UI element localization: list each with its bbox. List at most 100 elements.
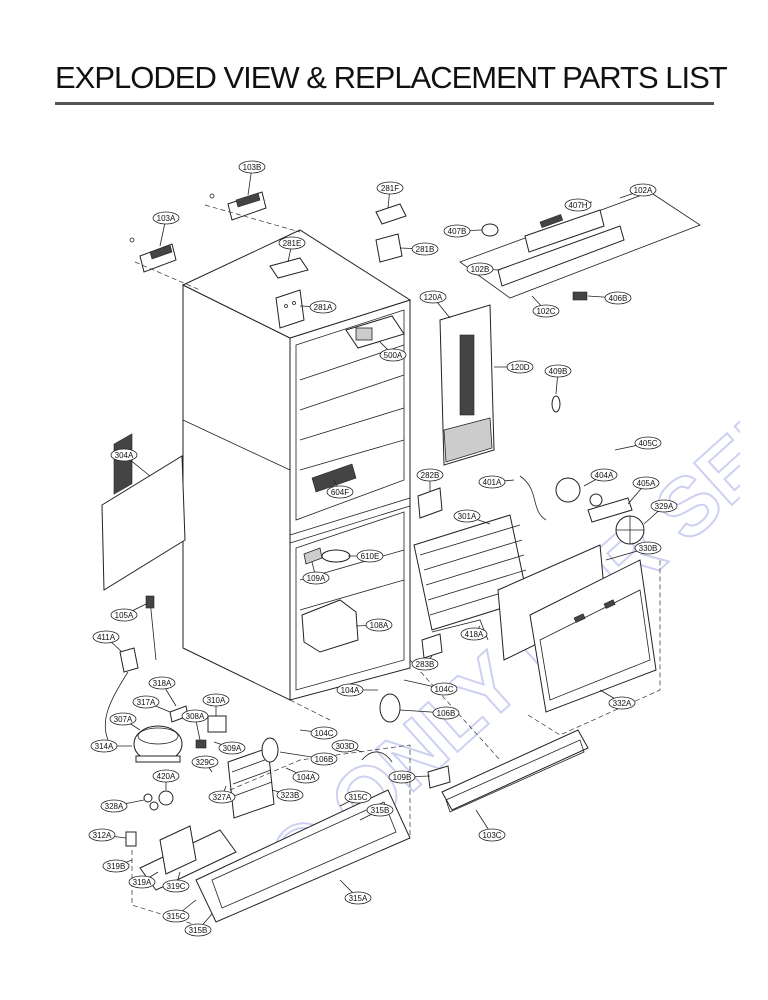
part-label-281f: 281F (376, 181, 404, 209)
part-number: 315B (371, 806, 390, 815)
hinge-281e (269, 257, 309, 279)
part-label-406b: 406B (587, 291, 632, 305)
part-number: 104C (314, 729, 333, 738)
bracket-283b (421, 633, 443, 659)
base-cover-103c (441, 729, 589, 813)
part-number: 304A (115, 451, 134, 460)
part-number: 407B (448, 227, 467, 236)
cabinet (181, 229, 412, 701)
part-number: 312A (93, 831, 112, 840)
part-label-500a: 500A (379, 341, 407, 362)
part-number: 103B (243, 163, 262, 172)
part-number: 281A (314, 303, 333, 312)
part-label-604f: 604F (326, 479, 354, 499)
part-label-120a: 120A (419, 290, 451, 319)
hinge-281b (375, 233, 403, 263)
part-number: 318A (153, 679, 172, 688)
label-oval (202, 693, 230, 707)
part-109b (427, 765, 451, 789)
part-308a (195, 739, 207, 749)
label-oval (608, 696, 636, 710)
part-number: 315B (189, 926, 208, 935)
part-number: 407H (568, 201, 587, 210)
bracket-282b (417, 487, 443, 519)
label-oval (310, 726, 338, 740)
part-106b-a (379, 693, 401, 723)
sensor-407b (481, 223, 499, 237)
label-oval (506, 360, 534, 374)
part-label-304a: 304A (110, 448, 151, 477)
part-number: 104A (297, 773, 316, 782)
relay-310a (207, 715, 227, 733)
drain-tube-105a (145, 595, 157, 661)
part-label-308a: 308A (181, 709, 209, 741)
part-number: 102B (471, 265, 490, 274)
part-label-401a: 401A (478, 475, 515, 489)
lamp-cover-120a (439, 304, 495, 466)
part-label-407b: 407B (443, 224, 483, 238)
label-oval (411, 657, 439, 671)
part-number: 406B (609, 294, 628, 303)
part-label-109b: 109B (388, 770, 431, 784)
part-number: 314A (95, 742, 114, 751)
part-number: 120D (510, 363, 529, 372)
part-number: 319C (166, 882, 185, 891)
part-number: 329C (195, 758, 214, 767)
label-oval (310, 752, 338, 766)
lamp-409b (551, 395, 561, 413)
part-label-281e: 281E (278, 236, 306, 263)
part-number: 315A (349, 894, 368, 903)
label-oval (453, 509, 481, 523)
label-oval (532, 304, 560, 318)
part-label-315c: 315C (162, 899, 197, 923)
part-number: 281F (381, 184, 399, 193)
label-oval (411, 242, 439, 256)
part-number: 315C (166, 912, 185, 921)
bracket-405a (587, 497, 633, 523)
fan-blade-329a (615, 515, 645, 545)
label-oval (344, 790, 372, 804)
label-oval (379, 348, 407, 362)
part-label-282b: 282B (416, 468, 444, 492)
label-oval (336, 683, 364, 697)
label-oval (278, 236, 306, 250)
label-oval (460, 627, 488, 641)
part-number: 108A (370, 621, 389, 630)
part-number: 319A (133, 878, 152, 887)
part-number: 420A (157, 772, 176, 781)
wire-303d (361, 751, 393, 763)
part-number: 330B (639, 544, 658, 553)
part-label-106b: 106B (399, 706, 460, 720)
part-number: 404A (595, 471, 614, 480)
part-number: 409B (549, 367, 568, 376)
part-label-315b: 315B (184, 913, 213, 937)
part-label-102c: 102C (531, 295, 560, 318)
part-label-104c: 104C (299, 726, 338, 740)
part-label-315c: 315C (339, 790, 372, 807)
part-number: 282B (421, 471, 440, 480)
label-oval (650, 499, 678, 513)
part-label-329a: 329A (643, 499, 678, 525)
label-oval (366, 803, 394, 817)
label-oval (365, 618, 393, 632)
part-label-328a: 328A (100, 799, 145, 813)
label-oval (629, 183, 657, 197)
label-oval (478, 475, 506, 489)
label-oval (132, 695, 160, 709)
wire-401a (519, 475, 547, 521)
label-oval (416, 468, 444, 482)
part-label-319c: 319C (162, 871, 190, 893)
part-label-317a: 317A (132, 695, 171, 713)
label-oval (276, 788, 304, 802)
part-number: 418A (465, 630, 484, 639)
label-oval (632, 476, 660, 490)
label-oval (604, 291, 632, 305)
label-oval (88, 828, 116, 842)
label-oval (191, 755, 219, 769)
label-oval (292, 770, 320, 784)
part-number: 301A (458, 512, 477, 521)
part-number: 329A (655, 502, 674, 511)
label-oval (302, 571, 330, 585)
